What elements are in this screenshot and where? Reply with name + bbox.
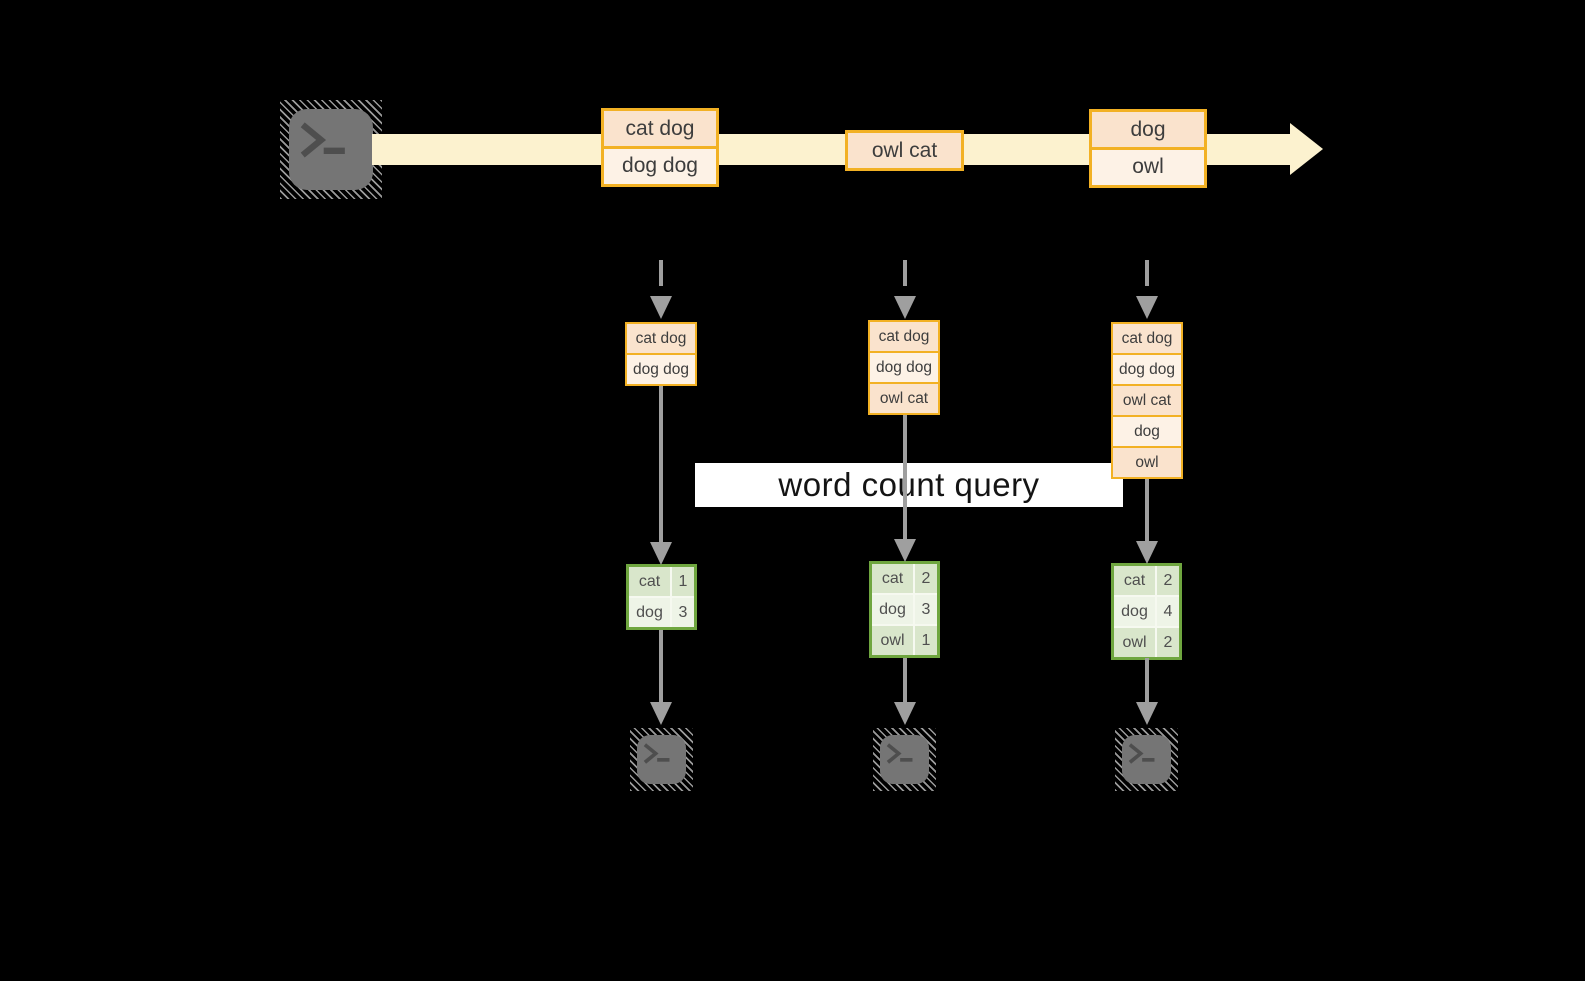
result-word-cell: cat bbox=[629, 567, 670, 596]
input-batch-table-3: cat dog dog dog owl cat dog owl bbox=[1111, 322, 1183, 479]
result-count-cell: 2 bbox=[1157, 566, 1179, 595]
batch-row: dog dog bbox=[627, 355, 695, 384]
output-arrow-line-3 bbox=[1145, 658, 1149, 702]
result-table-2: cat 2 dog 3 owl 1 bbox=[869, 561, 940, 658]
output-arrowhead-2 bbox=[894, 702, 916, 725]
output-terminal-icon-1 bbox=[630, 728, 693, 791]
terminal-body bbox=[637, 735, 686, 784]
terminal-body bbox=[880, 735, 929, 784]
result-word-cell: cat bbox=[872, 564, 913, 593]
terminal-body bbox=[1122, 735, 1171, 784]
stream-event-line: cat dog bbox=[604, 111, 716, 146]
output-terminal-icon-3 bbox=[1115, 728, 1178, 791]
result-count-cell: 3 bbox=[915, 595, 937, 624]
stream-event-box-2: owl cat bbox=[845, 130, 964, 171]
output-arrowhead-3 bbox=[1136, 702, 1158, 725]
stream-event-line: dog dog bbox=[604, 148, 716, 184]
result-count-cell: 1 bbox=[672, 567, 694, 596]
query-arrow-line-1 bbox=[659, 386, 663, 542]
query-arrowhead-3 bbox=[1136, 541, 1158, 564]
query-arrow-line-2 bbox=[903, 415, 907, 539]
result-table-3: cat 2 dog 4 owl 2 bbox=[1111, 563, 1182, 660]
query-arrowhead-2 bbox=[894, 539, 916, 562]
stream-event-line: dog bbox=[1092, 112, 1204, 147]
input-batch-table-2: cat dog dog dog owl cat bbox=[868, 320, 940, 415]
trigger-arrow-dash-3 bbox=[1145, 260, 1149, 286]
output-arrowhead-1 bbox=[650, 702, 672, 725]
result-count-cell: 4 bbox=[1157, 597, 1179, 626]
output-arrow-line-1 bbox=[659, 630, 663, 702]
input-terminal-icon bbox=[280, 100, 382, 199]
trigger-arrow-dash-2 bbox=[903, 260, 907, 286]
batch-row: owl bbox=[1113, 448, 1181, 477]
stream-event-line: owl bbox=[1092, 149, 1204, 185]
stream-event-box-3: dog owl bbox=[1089, 109, 1207, 188]
batch-row: owl cat bbox=[1113, 386, 1181, 415]
query-label: word count query bbox=[778, 466, 1040, 503]
stream-event-line: owl cat bbox=[848, 133, 961, 168]
result-word-cell: owl bbox=[872, 626, 913, 655]
result-count-cell: 3 bbox=[672, 598, 694, 627]
trigger-arrowhead-1 bbox=[650, 296, 672, 319]
stream-event-box-1: cat dog dog dog bbox=[601, 108, 719, 187]
terminal-prompt-icon bbox=[1128, 743, 1155, 765]
batch-row: dog dog bbox=[1113, 355, 1181, 384]
batch-row: dog bbox=[1113, 417, 1181, 446]
result-table-1: cat 1 dog 3 bbox=[626, 564, 697, 630]
result-word-cell: dog bbox=[872, 595, 913, 624]
trigger-arrowhead-3 bbox=[1136, 296, 1158, 319]
input-batch-table-1: cat dog dog dog bbox=[625, 322, 697, 386]
terminal-prompt-icon bbox=[300, 122, 345, 158]
result-word-cell: owl bbox=[1114, 628, 1155, 657]
query-arrow-line-3 bbox=[1145, 479, 1149, 541]
result-count-cell: 2 bbox=[915, 564, 937, 593]
trigger-arrowhead-2 bbox=[894, 296, 916, 319]
batch-row: cat dog bbox=[627, 324, 695, 353]
output-terminal-icon-2 bbox=[873, 728, 936, 791]
query-arrowhead-1 bbox=[650, 542, 672, 565]
result-count-cell: 1 bbox=[915, 626, 937, 655]
result-word-cell: dog bbox=[629, 598, 670, 627]
query-label-band: word count query bbox=[695, 463, 1123, 507]
batch-row: cat dog bbox=[1113, 324, 1181, 353]
result-word-cell: dog bbox=[1114, 597, 1155, 626]
batch-row: dog dog bbox=[870, 353, 938, 382]
trigger-arrow-dash-1 bbox=[659, 260, 663, 286]
terminal-body bbox=[289, 109, 373, 190]
batch-row: cat dog bbox=[870, 322, 938, 351]
output-arrow-line-2 bbox=[903, 658, 907, 702]
terminal-prompt-icon bbox=[886, 743, 913, 765]
batch-row: owl cat bbox=[870, 384, 938, 413]
terminal-prompt-icon bbox=[643, 743, 670, 765]
result-count-cell: 2 bbox=[1157, 628, 1179, 657]
event-stream-arrowhead-icon bbox=[1290, 123, 1323, 175]
result-word-cell: cat bbox=[1114, 566, 1155, 595]
